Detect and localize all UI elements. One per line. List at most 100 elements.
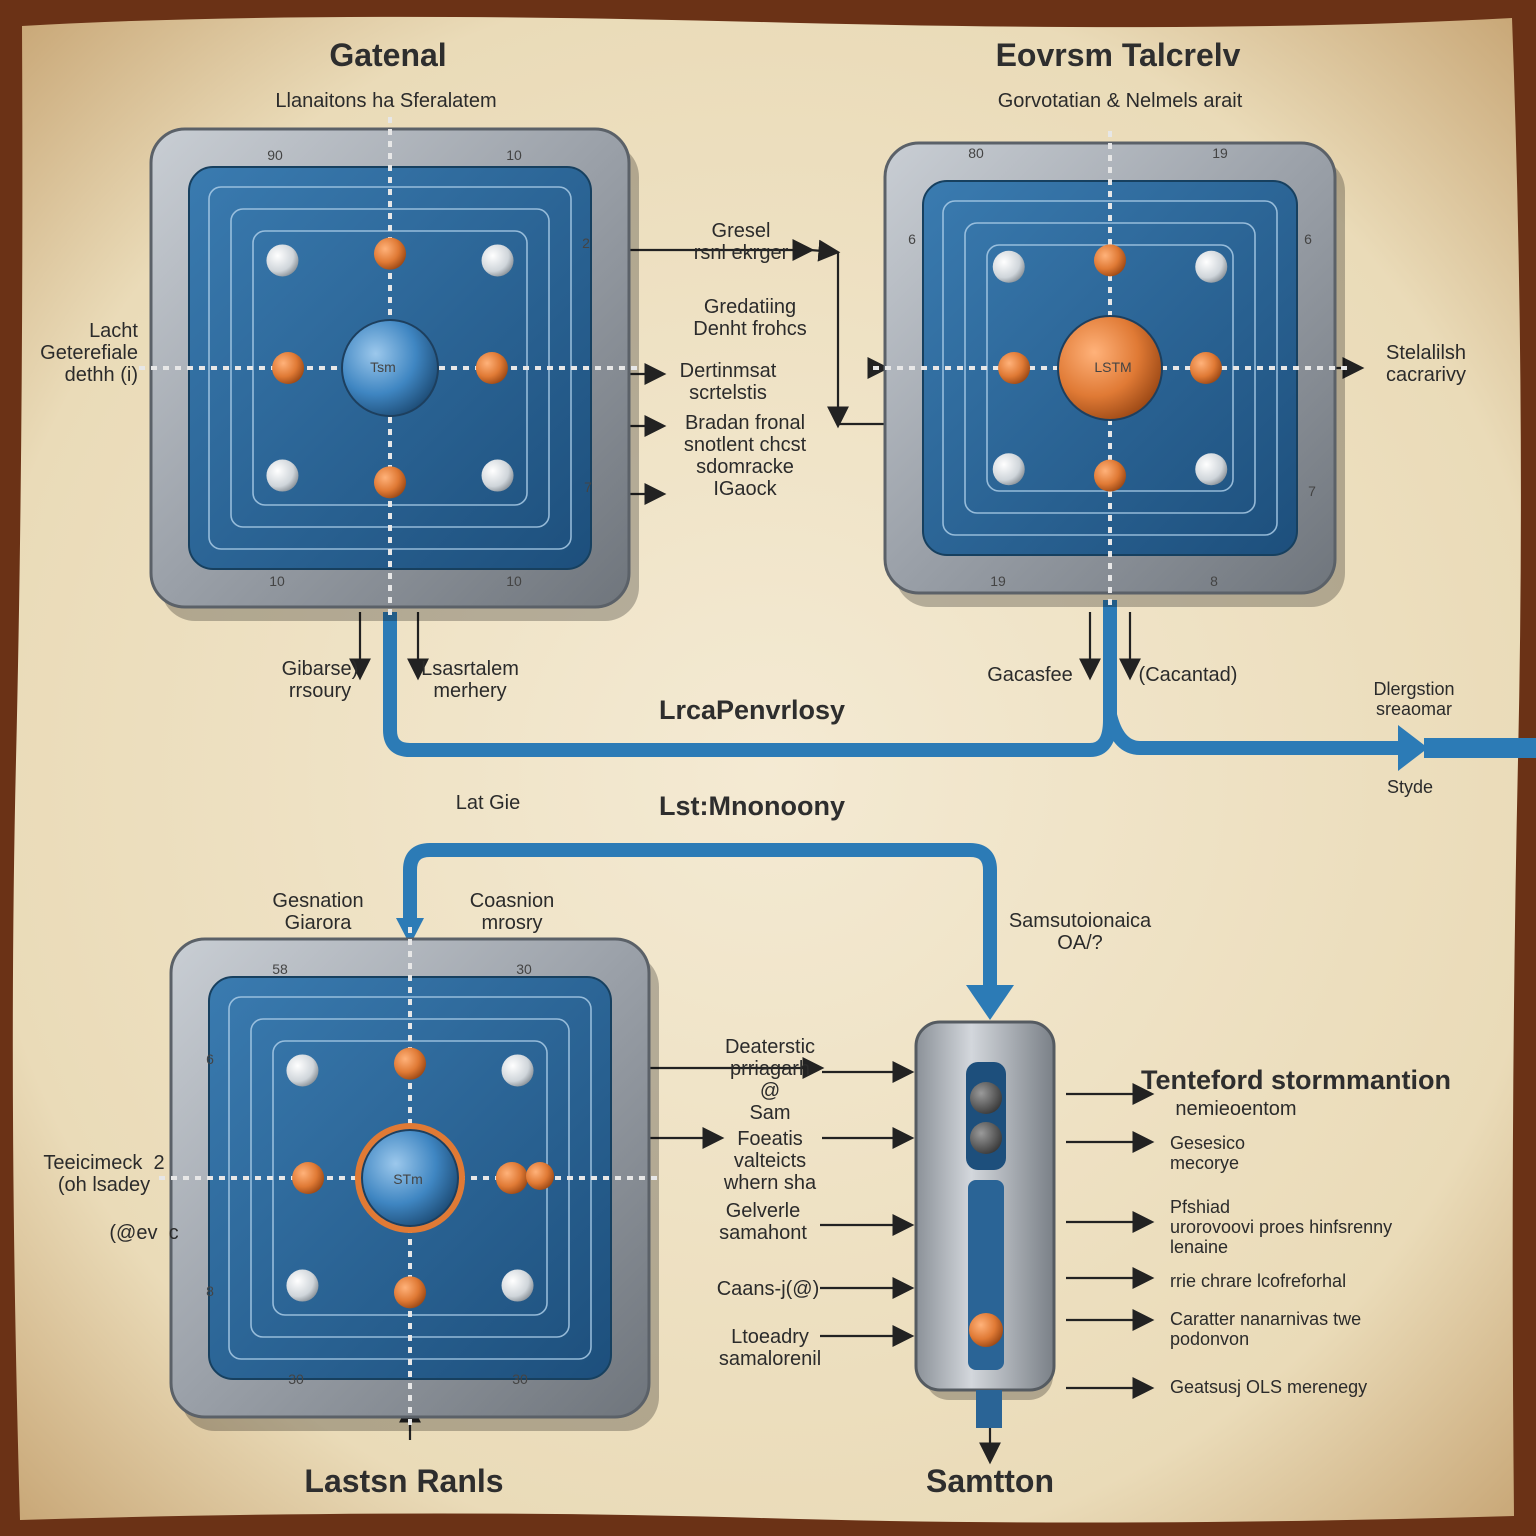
chip-top-left-bottom-label: Lsasrtalem merhery (421, 658, 519, 702)
white-node (286, 1269, 319, 1302)
heading-top-right: Eovrsm Talcrelv (995, 37, 1241, 73)
flow-exit (1424, 738, 1536, 758)
flow-pipe-right (1103, 713, 1405, 755)
chip-trace (942, 200, 1278, 536)
orange-node (526, 1162, 554, 1190)
chip-bottom-left (159, 927, 661, 1431)
chip-bottom-left-side-label: (@ev c (109, 1222, 179, 1244)
chip-top-right-side-label: Stelalilsh cacrarivy (1385, 342, 1467, 386)
chip-bottom-left-core-label: STm (393, 1171, 423, 1187)
chip-top-left-annotation: Gresel rsnl ekrger (693, 220, 789, 264)
orange-node (1189, 352, 1222, 384)
white-node (501, 1054, 534, 1087)
side-number: 6 (1304, 231, 1312, 247)
chip-top-left-side-label: Lacht Geterefiale dethh (i) (40, 320, 138, 386)
chip-top-left-subtitle: Llanaitons ha Sferalatem (275, 90, 497, 112)
chip-top-right-subtitle: Gorvotatian & Nelmels arait (997, 90, 1243, 112)
heading-bottom-left: Lastsn Ranls (304, 1463, 504, 1499)
middle-annotation: Deaterstic prriagarh @ Sam (724, 1036, 816, 1124)
middle-annotation: Foeatis valteicts whern sha (723, 1128, 817, 1194)
middle-annotation: Ltoeadry samalorenil (718, 1326, 822, 1370)
chip-top-right (873, 131, 1347, 607)
corner-number: 30 (288, 1371, 304, 1387)
corner-number: 19 (1212, 145, 1228, 161)
device-annotation: Gesesico mecorye (1170, 1133, 1246, 1173)
orange-node (475, 352, 508, 384)
device-title: Tenteford stormmantion (1141, 1065, 1451, 1095)
white-node (992, 250, 1025, 283)
heading-middle-flow: LrcaPenvrlosy (658, 695, 846, 725)
flow-pipe-lower (403, 843, 997, 990)
orange-node (495, 1162, 528, 1194)
side-number: 2 (582, 235, 590, 251)
device-subtitle: nemieoentom (1175, 1098, 1297, 1120)
corner-number: 80 (968, 145, 984, 161)
orange-node (374, 237, 406, 270)
chip-top-right-bottom-label: (Cacantad) (1138, 664, 1238, 686)
chip-bottom-left-side-label: Teeicimeck 2 (oh lsadey (43, 1152, 165, 1196)
white-node (501, 1269, 534, 1302)
white-node (992, 453, 1025, 486)
device-annotation: Geatsusj OLS merenegy (1170, 1377, 1368, 1397)
device-annotation: Caratter nanarnivas twe podonvon (1170, 1309, 1362, 1349)
dark-node (970, 1082, 1002, 1114)
corner-number: 30 (512, 1371, 528, 1387)
flow-arrowhead (966, 985, 1014, 1020)
far-right-label: Dlergstion sreaomar (1373, 679, 1455, 719)
chip-top-left (139, 117, 641, 621)
orange-node (1094, 459, 1126, 492)
corner-number: 8 (1210, 573, 1218, 589)
white-node (1195, 453, 1228, 486)
orange-node (374, 466, 406, 499)
chip-top-left-annotation: Bradan fronal snotlent chcst sdomracke I… (683, 412, 807, 500)
chip-top-left-annotation: Gredatiing Denht frohcs (693, 296, 807, 340)
white-node (481, 459, 514, 492)
flow-arrowhead (1398, 725, 1428, 771)
orange-node (1094, 244, 1126, 277)
chip-bottom-left-top-label: Gesnation Giarora (272, 890, 364, 934)
device-samtton (914, 1020, 1056, 1428)
chip-top-right-core-label: LSTM (1094, 359, 1132, 375)
core-sphere (361, 1129, 459, 1227)
chip-top-left-bottom-label: Gibarse) rrsoury (281, 658, 359, 702)
corner-number: 10 (506, 573, 522, 589)
chip-top-left-annotation: Dertinmsat scrtelstis (679, 360, 777, 404)
corner-number: 10 (269, 573, 285, 589)
corner-number: 90 (267, 147, 283, 163)
corner-number: 19 (990, 573, 1006, 589)
side-number: 7 (1308, 483, 1316, 499)
dark-node (970, 1122, 1002, 1154)
orange-node (969, 1313, 1003, 1347)
annotation-line (809, 239, 841, 262)
middle-annotation: Caans-j(@) (716, 1278, 820, 1300)
corner-number: 58 (272, 961, 288, 977)
device-output (976, 1390, 1002, 1428)
side-number: 7 (584, 479, 592, 495)
heading-top-left: Gatenal (329, 37, 447, 73)
lower-flow-left-label: Lat Gie (455, 792, 521, 814)
white-node (1195, 250, 1228, 283)
chip-trace (964, 222, 1256, 514)
core-sphere (341, 319, 439, 417)
chip-group (139, 117, 1347, 1431)
core-sphere (1057, 315, 1163, 421)
white-node (266, 459, 299, 492)
middle-annotation: Gelverle samahont (719, 1200, 807, 1244)
white-node (266, 244, 299, 277)
white-node (481, 244, 514, 277)
heading-bottom-right: Samtton (926, 1463, 1054, 1499)
orange-node (394, 1276, 426, 1309)
orange-node (292, 1162, 325, 1194)
chip-top-right-bottom-label: Gacasfee (987, 664, 1073, 686)
corner-number: 10 (506, 147, 522, 163)
white-node (286, 1054, 319, 1087)
device-top-label: Samsutoionaica OA/? (1008, 910, 1152, 954)
side-number: 6 (206, 1051, 214, 1067)
orange-node (998, 352, 1031, 384)
side-number: 8 (206, 1283, 214, 1299)
corner-number: 30 (516, 961, 532, 977)
device-annotation: rrie chrare lcofreforhal (1170, 1271, 1347, 1291)
core-ring (355, 1123, 465, 1233)
